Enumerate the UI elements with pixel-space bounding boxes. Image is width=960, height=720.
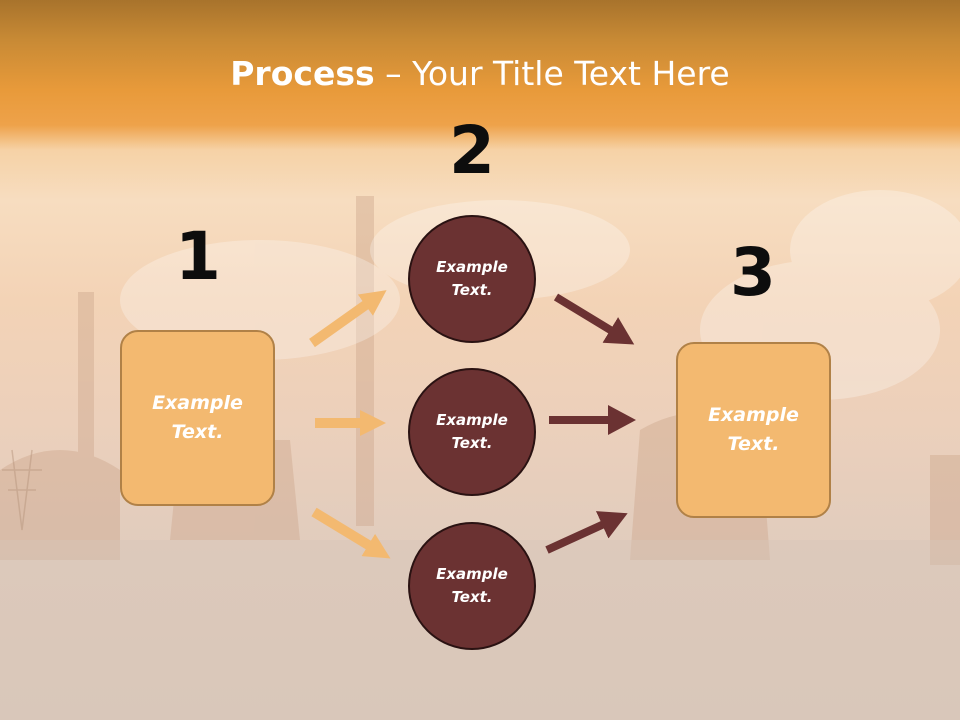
step-number-3: 3: [730, 234, 776, 311]
arrow-to-circle-3: [311, 507, 391, 559]
step-1-text: Example Text.: [152, 392, 243, 443]
step-2-circle-1: Example Text.: [408, 215, 536, 343]
step-2-circle-2-text: Example Text.: [436, 411, 508, 452]
step-number-1: 1: [175, 218, 221, 295]
arrow-from-circle-1: [553, 293, 635, 345]
arrow-to-circle-1: [309, 290, 387, 348]
step-2-circle-3-text: Example Text.: [436, 565, 508, 606]
slide-title: Process – Your Title Text Here: [0, 52, 960, 96]
title-bold: Process: [230, 54, 375, 93]
step-2-circle-3: Example Text.: [408, 522, 536, 650]
step-2-circle-1-text: Example Text.: [436, 258, 508, 299]
title-rest: – Your Title Text Here: [374, 54, 730, 93]
step-3-box: Example Text.: [676, 342, 831, 518]
step-1-box: Example Text.: [120, 330, 275, 506]
step-number-2: 2: [449, 112, 495, 189]
arrow-from-circle-3: [545, 511, 628, 554]
step-3-text: Example Text.: [708, 404, 799, 455]
step-2-circle-2: Example Text.: [408, 368, 536, 496]
